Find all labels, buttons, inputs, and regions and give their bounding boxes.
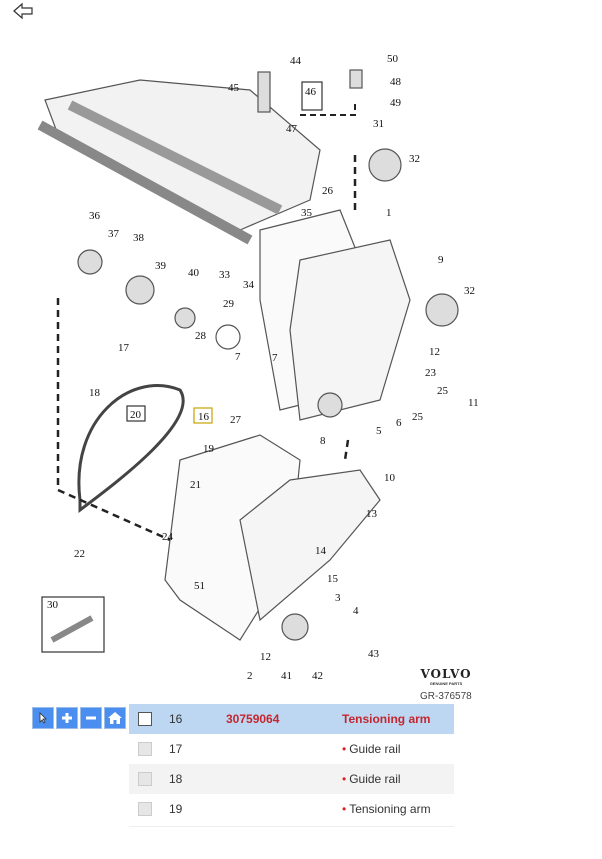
part-description: Tensioning arm: [342, 712, 431, 726]
callout-15[interactable]: 15: [327, 573, 339, 585]
row-checkbox[interactable]: [138, 802, 152, 816]
callout-14[interactable]: 14: [315, 545, 327, 557]
callout-16[interactable]: 16: [198, 411, 210, 423]
position-number: 17: [169, 742, 183, 756]
row-checkbox[interactable]: [138, 742, 152, 756]
part-description-wrap: •Guide rail: [342, 742, 401, 756]
parts-row[interactable]: 19 •Tensioning arm: [129, 794, 454, 824]
callout-25[interactable]: 25: [437, 385, 449, 397]
callout-44[interactable]: 44: [290, 55, 302, 67]
callout-27[interactable]: 27: [230, 414, 242, 426]
part-description: Tensioning arm: [349, 802, 431, 816]
callout-33[interactable]: 33: [219, 269, 231, 281]
callout-29[interactable]: 29: [223, 298, 235, 310]
position-number: 16: [169, 712, 183, 726]
callout-45[interactable]: 45: [228, 82, 240, 94]
callout-12[interactable]: 12: [429, 346, 440, 358]
zoom-out-button[interactable]: [80, 707, 102, 729]
select-pointer-button[interactable]: [32, 707, 54, 729]
callout-20[interactable]: 20: [130, 409, 142, 421]
zoom-out-icon: [86, 716, 96, 720]
callout-36[interactable]: 36: [89, 210, 101, 222]
bullet-icon: •: [342, 742, 347, 756]
parts-row[interactable]: 17 •Guide rail: [129, 734, 454, 764]
part-description: Guide rail: [349, 772, 401, 786]
diagram-reference: GR-376578: [420, 691, 472, 702]
callout-41[interactable]: 41: [281, 670, 292, 682]
callout-7[interactable]: 7: [235, 351, 241, 363]
brand-word: VOLVO: [420, 667, 472, 681]
callout-1[interactable]: 1: [386, 207, 392, 219]
callout-9[interactable]: 9: [438, 254, 444, 266]
callout-25[interactable]: 25: [412, 411, 424, 423]
callout-37[interactable]: 37: [108, 228, 120, 240]
callout-30[interactable]: 30: [47, 599, 59, 611]
position-number: 19: [169, 802, 183, 816]
back-arrow-icon[interactable]: [12, 2, 34, 20]
zoom-in-icon: [62, 713, 72, 723]
diagram-drawing: [37, 69, 459, 653]
part-description-wrap: •Guide rail: [342, 772, 401, 786]
part-description-wrap: •Tensioning arm: [342, 802, 431, 816]
zoom-in-button[interactable]: [56, 707, 78, 729]
list-end-divider: [129, 826, 454, 827]
parts-row[interactable]: 16 30759064 Tensioning arm: [129, 704, 454, 734]
callout-12[interactable]: 12: [260, 651, 271, 663]
callout-11[interactable]: 11: [468, 397, 479, 409]
callout-28[interactable]: 28: [195, 330, 207, 342]
bullet-icon: •: [342, 772, 347, 786]
home-button[interactable]: [104, 707, 126, 729]
row-checkbox[interactable]: [138, 712, 152, 726]
callout-3[interactable]: 3: [335, 592, 341, 604]
callout-22[interactable]: 22: [74, 548, 85, 560]
volvo-logo: VOLVO GENUINE PARTS: [418, 667, 474, 687]
callout-24[interactable]: 24: [162, 531, 174, 543]
part-description: Guide rail: [349, 742, 401, 756]
callout-46[interactable]: 46: [305, 86, 317, 98]
callout-7[interactable]: 7: [272, 352, 278, 364]
callout-50[interactable]: 50: [387, 53, 399, 65]
callout-19[interactable]: 19: [203, 443, 215, 455]
parts-list: 16 30759064 Tensioning arm 17 •Guide rai…: [129, 704, 454, 827]
callout-31[interactable]: 31: [373, 118, 384, 130]
callout-13[interactable]: 13: [366, 508, 378, 520]
callout-51[interactable]: 51: [194, 580, 205, 592]
callout-35[interactable]: 35: [301, 207, 313, 219]
callout-18[interactable]: 18: [89, 387, 101, 399]
callout-32[interactable]: 32: [409, 153, 420, 165]
callout-34[interactable]: 34: [243, 279, 255, 291]
callout-8[interactable]: 8: [320, 435, 326, 447]
bullet-icon: •: [342, 802, 347, 816]
callout-26[interactable]: 26: [322, 185, 334, 197]
callout-32[interactable]: 32: [464, 285, 475, 297]
callout-48[interactable]: 48: [390, 76, 402, 88]
callout-47[interactable]: 47: [286, 123, 298, 135]
callout-49[interactable]: 49: [390, 97, 402, 109]
callout-4[interactable]: 4: [353, 605, 359, 617]
part-number-link[interactable]: 30759064: [226, 712, 280, 726]
callout-42[interactable]: 42: [312, 670, 323, 682]
row-checkbox[interactable]: [138, 772, 152, 786]
callout-17[interactable]: 17: [118, 342, 130, 354]
callout-2[interactable]: 2: [247, 670, 253, 682]
callout-10[interactable]: 10: [384, 472, 396, 484]
select-pointer-icon: [39, 712, 47, 724]
callout-39[interactable]: 39: [155, 260, 167, 272]
home-icon: [108, 712, 122, 724]
brand-sub: GENUINE PARTS: [429, 681, 463, 686]
position-number: 18: [169, 772, 183, 786]
callout-21[interactable]: 21: [190, 479, 201, 491]
callout-23[interactable]: 23: [425, 367, 437, 379]
parts-row[interactable]: 18 •Guide rail: [129, 764, 454, 794]
diagram-toolbar: [32, 707, 126, 729]
callout-43[interactable]: 43: [368, 648, 380, 660]
callout-40[interactable]: 40: [188, 267, 200, 279]
callout-38[interactable]: 38: [133, 232, 145, 244]
callout-5[interactable]: 5: [376, 425, 382, 437]
callout-6[interactable]: 6: [396, 417, 402, 429]
